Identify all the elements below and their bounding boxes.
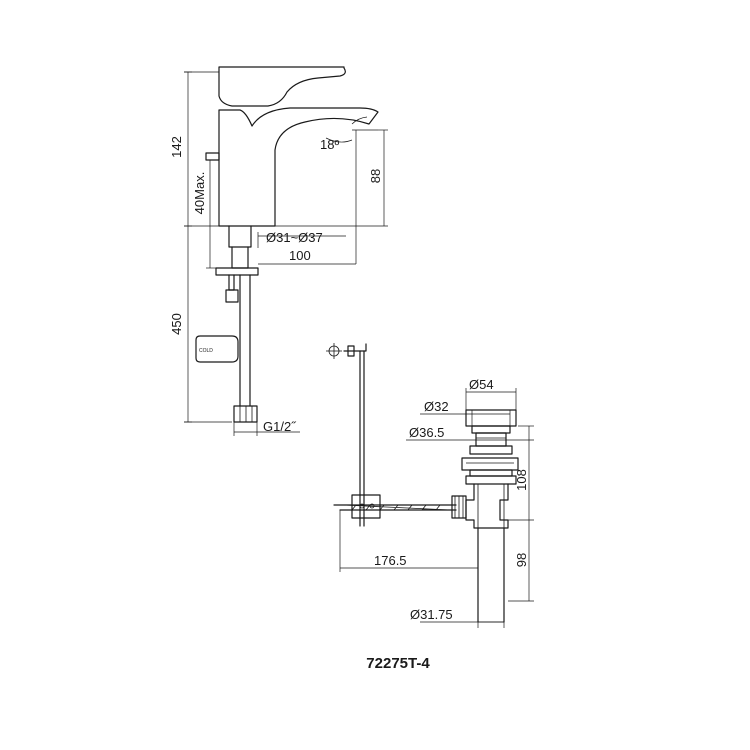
hose-clip: COLD	[195, 335, 239, 363]
dim-total-height: 142	[169, 136, 184, 158]
horizontal-lever	[333, 495, 467, 519]
dim-tail-diameter: Ø31.75	[410, 607, 453, 622]
dim-thread: G1/2˝	[263, 419, 297, 434]
dim-body-height: 108	[514, 469, 529, 491]
popup-rod	[326, 343, 381, 527]
dim-flange-diameter: Ø36.5	[409, 425, 444, 440]
dim-inner-diameter: Ø32	[424, 399, 449, 414]
dim-tail-height: 98	[514, 553, 529, 567]
clip-label: COLD	[199, 348, 213, 354]
dim-hole-diameter: Ø31~Ø37	[266, 230, 323, 245]
faucet-outline	[205, 66, 379, 227]
faucet-shank-and-hose	[215, 225, 259, 423]
dim-spout-height: 88	[368, 169, 383, 183]
dim-angle: 18º	[320, 137, 339, 152]
drain-body	[461, 409, 519, 623]
faucet-dimensions	[184, 71, 388, 436]
dim-rod-reach: 176.5	[374, 553, 407, 568]
dim-hose-length: 450	[169, 313, 184, 335]
model-number: 72275T-4	[366, 655, 430, 672]
dim-cap-diameter: Ø54	[469, 377, 494, 392]
drain-dimensions	[339, 388, 534, 628]
dim-deck-thickness: 40Max.	[192, 172, 207, 215]
dim-spout-reach: 100	[289, 248, 311, 263]
